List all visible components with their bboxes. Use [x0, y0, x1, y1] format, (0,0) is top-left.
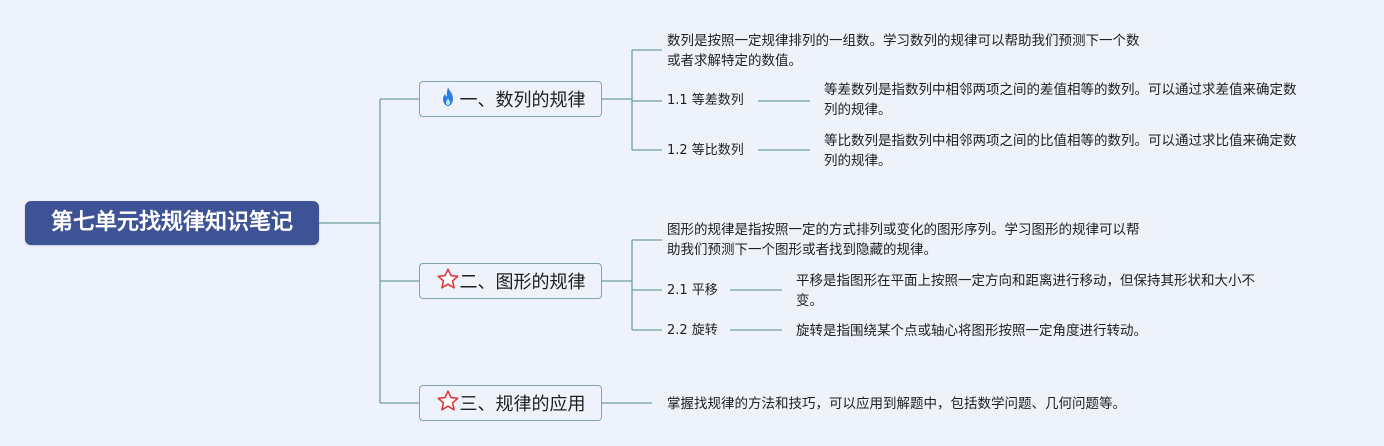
branch-label: 三、规律的应用	[459, 394, 586, 415]
text-line: 等差数列是指数列中相邻两项之间的差值相等的数列。可以通过求差值来确定数	[824, 82, 1297, 98]
application-summary[interactable]: 掌握找规律的方法和技巧，可以应用到解题中，包括数学问题、几何问题等。	[667, 394, 1126, 414]
root-node[interactable]: 第七单元找规律知识笔记	[25, 201, 319, 245]
branch-label: 一、数列的规律	[459, 90, 586, 111]
shape-summary[interactable]: 图形的规律是指按照一定的方式排列或变化的图形序列。学习图形的规律可以帮 助我们预…	[667, 220, 1140, 260]
text-line: 旋转是指围绕某个点或轴心将图形按照一定角度进行转动。	[796, 323, 1147, 339]
star-outline-icon	[436, 389, 460, 418]
text-line: 数列是按照一定规律排列的一组数。学习数列的规律可以帮助我们预测下一个数	[667, 33, 1140, 49]
text-line: 掌握找规律的方法和技巧，可以应用到解题中，包括数学问题、几何问题等。	[667, 396, 1126, 412]
topic-rotation[interactable]: 2.2 旋转	[667, 323, 718, 338]
text-line: 等比数列是指数列中相邻两项之间的比值相等的数列。可以通过求比值来确定数	[824, 133, 1297, 149]
topic-geometric-sequence[interactable]: 1.2 等比数列	[667, 143, 744, 158]
fire-icon	[436, 85, 460, 114]
text-line: 图形的规律是指按照一定的方式排列或变化的图形序列。学习图形的规律可以帮	[667, 222, 1140, 238]
text-line: 或者求解特定的数值。	[667, 53, 802, 69]
branch-shape-rules[interactable]: 二、图形的规律	[419, 263, 602, 299]
text-line: 列的规律。	[824, 102, 892, 118]
arithmetic-sequence-detail[interactable]: 等差数列是指数列中相邻两项之间的差值相等的数列。可以通过求差值来确定数 列的规律…	[824, 80, 1297, 120]
text-line: 助我们预测下一个图形或者找到隐藏的规律。	[667, 242, 937, 258]
rotation-detail[interactable]: 旋转是指围绕某个点或轴心将图形按照一定角度进行转动。	[796, 321, 1147, 341]
geometric-sequence-detail[interactable]: 等比数列是指数列中相邻两项之间的比值相等的数列。可以通过求比值来确定数 列的规律…	[824, 131, 1297, 171]
branch-rule-applications[interactable]: 三、规律的应用	[419, 385, 602, 421]
topic-arithmetic-sequence[interactable]: 1.1 等差数列	[667, 93, 744, 108]
star-outline-icon	[436, 267, 460, 296]
text-line: 平移是指图形在平面上按照一定方向和距离进行移动，但保持其形状和大小不	[796, 273, 1255, 289]
root-title: 第七单元找规律知识笔记	[50, 210, 293, 235]
branch-sequence-rules[interactable]: 一、数列的规律	[419, 81, 602, 117]
branch-label: 二、图形的规律	[459, 272, 586, 293]
topic-translation[interactable]: 2.1 平移	[667, 283, 718, 298]
text-line: 列的规律。	[824, 153, 892, 169]
sequence-summary[interactable]: 数列是按照一定规律排列的一组数。学习数列的规律可以帮助我们预测下一个数 或者求解…	[667, 31, 1140, 71]
translation-detail[interactable]: 平移是指图形在平面上按照一定方向和距离进行移动，但保持其形状和大小不 变。	[796, 271, 1255, 311]
text-line: 变。	[796, 293, 823, 309]
